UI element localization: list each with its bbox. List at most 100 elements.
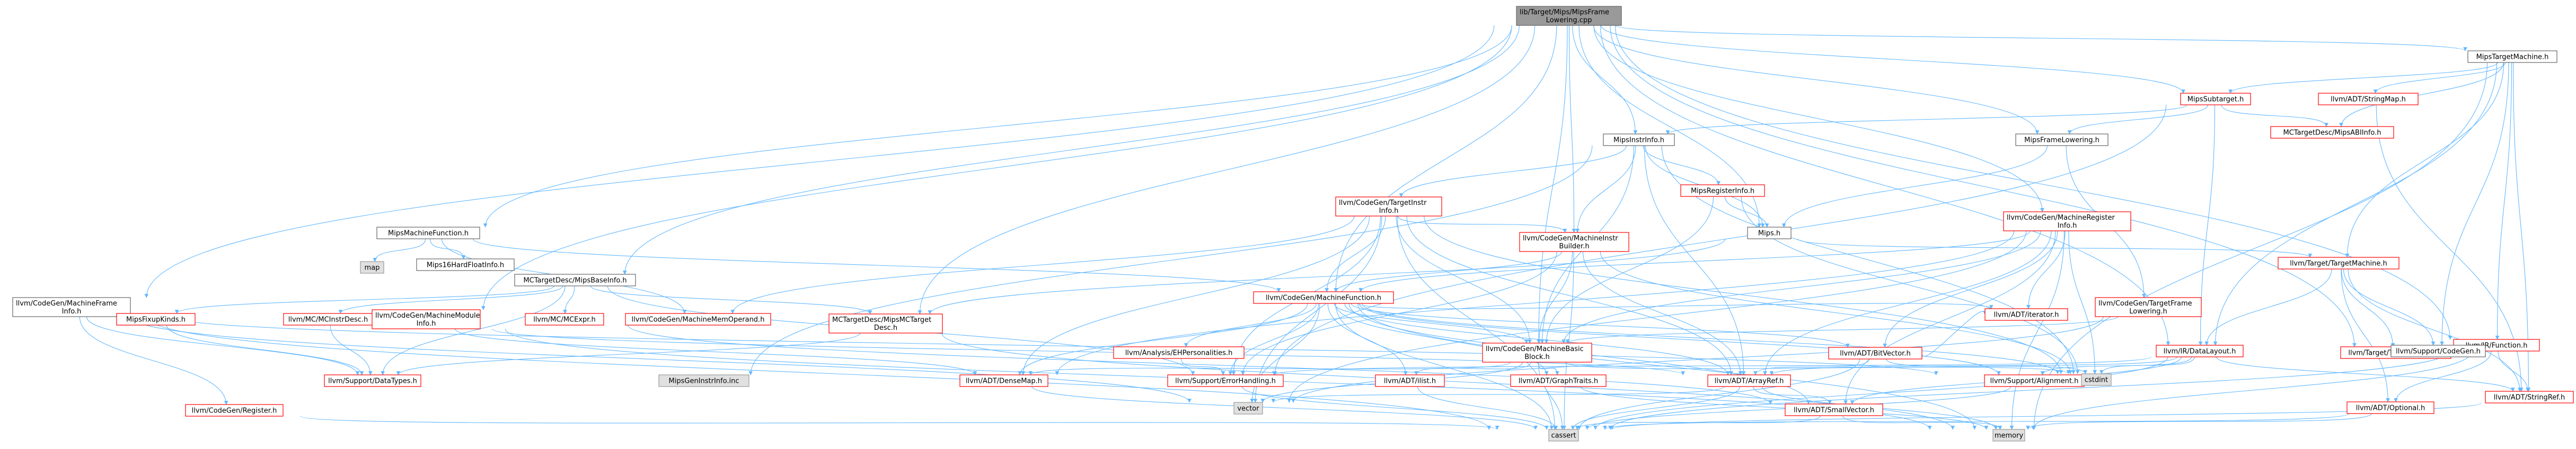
edge-tgtmachine-to-tgtopts: [2341, 268, 2395, 347]
node-label-instrinfo-line-0: MipsInstrInfo.h: [1613, 137, 1664, 145]
edge-instrinfo-to-genins: [748, 145, 1593, 375]
edge-root-to-subt: [1601, 25, 2185, 94]
node-instrinfo[interactable]: MipsInstrInfo.h: [1603, 133, 1675, 146]
edge-tii-to-mf: [1325, 215, 1386, 292]
node-fixupkinds[interactable]: MipsFixupKinds.h: [116, 313, 196, 326]
edge-smallvec-to-memory: [1842, 415, 2002, 430]
node-mcinstrdesc[interactable]: llvm/MC/MCInstrDesc.h: [283, 313, 373, 326]
node-datalayout[interactable]: llvm/IR/DataLayout.h: [2156, 345, 2244, 357]
node-densemap[interactable]: llvm/ADT/DenseMap.h: [959, 374, 1048, 387]
node-smallvec[interactable]: llvm/ADT/SmallVector.h: [1785, 403, 1883, 416]
node-box-mbb: [1482, 343, 1592, 363]
node-label-mf-line-0: llvm/CodeGen/MachineFunction.h: [1266, 294, 1381, 302]
node-ilist[interactable]: llvm/ADT/ilist.h: [1375, 374, 1445, 387]
node-strref[interactable]: llvm/ADT/StringRef.h: [2485, 391, 2574, 403]
edge-tm-to-datalayout: [2213, 62, 2498, 346]
node-label-root-line-0: lib/Target/Mips/MipsFrame: [1520, 8, 1609, 16]
edge-reginfo-to-mbb: [1544, 196, 1714, 344]
node-align[interactable]: llvm/Support/Alignment.h: [1984, 374, 2085, 387]
edge-smallvec-to-cassert: [1575, 415, 1821, 430]
edge-mbaseinfo-to-fixupkinds: [174, 285, 554, 314]
node-label-tfl-line-0: llvm/CodeGen/TargetFrame: [2098, 300, 2192, 308]
node-label-bitvec-line-0: llvm/ADT/BitVector.h: [1840, 350, 1910, 358]
edge-mf-to-arrayref: [1344, 303, 1730, 375]
edge-root-to-datalayout: [1600, 25, 2171, 346]
node-label-abiinfo-line-0: MCTargetDesc/MipsABIInfo.h: [2283, 129, 2381, 137]
node-supcg[interactable]: llvm/Support/CodeGen.h: [2390, 345, 2486, 357]
edge-bitvec-to-cstdint: [1886, 358, 2087, 374]
node-label-graphtraits-line-0: llvm/ADT/GraphTraits.h: [1519, 378, 1598, 385]
node-strmap[interactable]: llvm/ADT/StringMap.h: [2318, 93, 2419, 105]
node-root[interactable]: lib/Target/Mips/MipsFrameLowering.cpp: [1516, 6, 1622, 26]
node-arrayref[interactable]: llvm/ADT/ArrayRef.h: [1707, 374, 1791, 387]
node-mbaseinfo[interactable]: MCTargetDesc/MipsBaseInfo.h: [514, 274, 636, 286]
node-tgtmachine[interactable]: llvm/Target/TargetMachine.h: [2278, 257, 2399, 270]
node-vector[interactable]: vector: [1233, 402, 1263, 415]
node-mcexpr[interactable]: llvm/MC/MCExpr.h: [525, 313, 604, 326]
edge-mips-to-mctdesc: [928, 238, 1726, 315]
node-label-tgtmachine-line-0: llvm/Target/TargetMachine.h: [2290, 260, 2387, 268]
edge-datalayout-to-cstdint: [2099, 356, 2195, 374]
edge-root-to-framelow: [1593, 25, 2040, 134]
edge-mbaseinfo-to-datatypes: [381, 285, 566, 375]
edge-root-to-mbb: [1537, 25, 1568, 344]
node-box-errh: [1167, 374, 1284, 387]
edge-optional-to-cassert: [1603, 413, 2350, 430]
node-errh[interactable]: llvm/Support/ErrorHandling.h: [1167, 374, 1284, 387]
edge-datalayout-to-strref: [2216, 356, 2515, 392]
node-memory[interactable]: memory: [1992, 429, 2025, 442]
nodes-layer: lib/Target/Mips/MipsFrameLowering.cppMip…: [12, 6, 2574, 442]
edge-arrayref-to-smallvec: [1753, 386, 1832, 405]
edge-ilist-to-cassert: [1417, 386, 1558, 430]
node-framelow[interactable]: MipsFrameLowering.h: [2015, 133, 2109, 146]
edge-mframeinfo-to-cgreg: [79, 316, 228, 405]
node-reginfo[interactable]: MipsRegisterInfo.h: [1680, 184, 1765, 197]
node-label-tii-line-0: llvm/CodeGen/TargetInstr: [1339, 199, 1427, 207]
edge-tm-to-strref: [2513, 62, 2531, 392]
node-mips[interactable]: Mips.h: [1747, 227, 1792, 239]
node-ehpers[interactable]: llvm/Analysis/EHPersonalities.h: [1113, 346, 1245, 359]
edge-mmodinfo-to-densemap: [454, 328, 977, 375]
node-genins[interactable]: MipsGenInstrInfo.inc: [658, 374, 749, 387]
edge-mbb-to-cstdint: [1565, 362, 2070, 374]
node-mfi[interactable]: MipsMachineFunction.h: [376, 227, 480, 239]
edge-mbaseinfo-to-mcexpr: [563, 285, 575, 314]
node-box-smallvec: [1785, 403, 1883, 416]
edge-graphtraits-to-memory: [1580, 386, 1989, 430]
node-abiinfo[interactable]: MCTargetDesc/MipsABIInfo.h: [2270, 126, 2394, 139]
node-bitvec[interactable]: llvm/ADT/BitVector.h: [1828, 347, 1922, 360]
node-map[interactable]: map: [360, 261, 384, 274]
node-optional[interactable]: llvm/ADT/Optional.h: [2346, 401, 2434, 414]
node-mmemop[interactable]: llvm/CodeGen/MachineMemOperand.h: [625, 313, 771, 326]
node-label-supcg-line-0: llvm/Support/CodeGen.h: [2396, 348, 2481, 356]
node-subt[interactable]: MipsSubtarget.h: [2180, 93, 2251, 105]
node-tm[interactable]: MipsTargetMachine.h: [2467, 50, 2557, 63]
edge-root-to-mctdesc: [918, 25, 1536, 315]
node-mf[interactable]: llvm/CodeGen/MachineFunction.h: [1253, 291, 1394, 304]
edge-tm-to-func: [2495, 62, 2512, 340]
node-iterator[interactable]: llvm/ADT/iterator.h: [1984, 308, 2068, 321]
node-label-memory-line-0: memory: [1995, 432, 2024, 440]
node-cstdint[interactable]: cstdint: [2081, 373, 2112, 386]
edge-mcinstrdesc-to-datatypes: [330, 325, 373, 375]
node-graphtraits[interactable]: llvm/ADT/GraphTraits.h: [1510, 374, 1607, 387]
node-cgreg[interactable]: llvm/CodeGen/Register.h: [185, 404, 284, 417]
edge-instrinfo-to-reginfo: [1643, 145, 1721, 185]
node-box-datalayout: [2156, 345, 2244, 357]
node-label-mmemop-line-0: llvm/CodeGen/MachineMemOperand.h: [632, 316, 765, 324]
node-cassert[interactable]: cassert: [1548, 429, 1579, 442]
edge-bitvec-to-cassert: [1577, 358, 1860, 430]
node-datatypes[interactable]: llvm/Support/DataTypes.h: [324, 374, 421, 387]
node-hardfloat[interactable]: Mips16HardFloatInfo.h: [416, 258, 515, 271]
edge-tm-to-abiinfo: [2339, 62, 2504, 127]
edge-func-to-strref: [2498, 351, 2530, 392]
node-label-mfi-line-0: MipsMachineFunction.h: [388, 230, 469, 238]
